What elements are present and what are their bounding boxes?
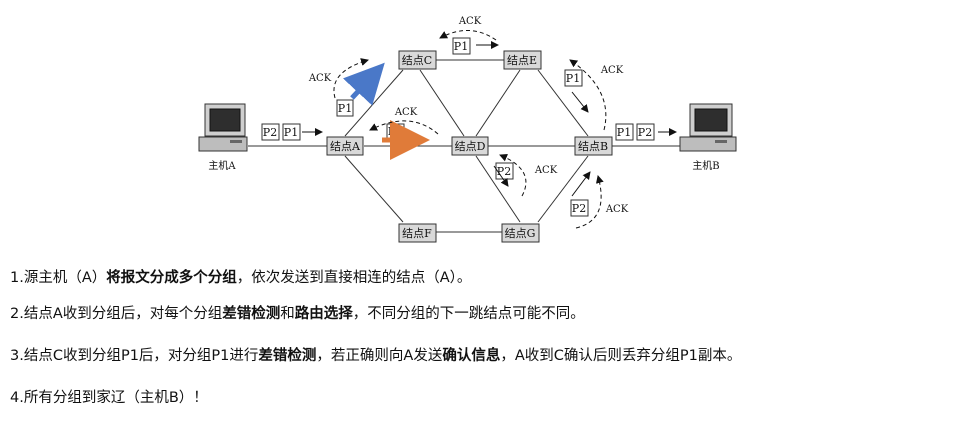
packet-p2-a-to-d: P2	[386, 123, 405, 140]
svg-text:P1: P1	[338, 102, 352, 115]
step-text: ，不同分组的下一跳结点可能不同。	[352, 306, 585, 322]
step-text: 和	[280, 306, 295, 322]
svg-text:P2: P2	[388, 125, 402, 138]
node-f: 结点F	[398, 223, 437, 243]
ack-label-c-a: ACK	[308, 73, 332, 84]
node-e-label: 结点E	[507, 54, 537, 67]
step-1: 1.源主机（A）将报文分成多个分组，依次发送到直接相连的结点（A）。	[10, 268, 471, 288]
step-3: 3.结点C收到分组P1后，对分组P1进行差错检测，若正确则向A发送确认信息，A收…	[10, 346, 741, 366]
node-d: 结点D	[451, 136, 489, 156]
node-c-label: 结点C	[402, 54, 432, 67]
step-keyword: 差错检测	[258, 348, 317, 364]
packet-p1-host-a: P1	[282, 123, 301, 141]
node-c: 结点C	[398, 50, 437, 70]
step-keyword: 路由选择	[294, 306, 353, 322]
svg-text:P2: P2	[497, 165, 511, 178]
node-b-label: 结点B	[578, 140, 608, 153]
svg-text:P2: P2	[263, 126, 277, 139]
packet-p1-e-to-b: P1	[564, 69, 583, 87]
packet-p1-a-to-c: P1	[336, 99, 354, 117]
node-d-label: 结点D	[455, 140, 486, 153]
svg-text:P1: P1	[566, 72, 580, 85]
arrow-d-to-g	[493, 165, 509, 187]
packet-p2-host-b: P2	[636, 123, 655, 141]
node-b: 结点B	[574, 136, 613, 156]
step-text: 2.结点A收到分组后，对每个分组	[10, 306, 223, 322]
host-a-label: 主机A	[208, 159, 236, 172]
ack-label-d-a: ACK	[394, 107, 418, 118]
step-text: 1.源主机（A）	[10, 270, 107, 286]
node-g-label: 结点G	[505, 227, 536, 240]
packet-switching-diagram: 结点A 结点C 结点E 结点D 结点B 结点F 结点G 主机A 主机B	[198, 16, 737, 243]
step-keyword: 差错检测	[222, 306, 281, 322]
ack-label-e-c: ACK	[458, 16, 482, 27]
node-a-label: 结点A	[330, 140, 361, 153]
svg-text:P1: P1	[284, 126, 298, 139]
ack-curve-c-to-a	[333, 58, 369, 99]
node-e: 结点E	[503, 50, 542, 70]
arrow-e-to-b	[571, 91, 589, 113]
ack-curve-e-to-c	[439, 30, 497, 41]
step-keyword: 确认信息	[442, 348, 501, 364]
node-f-label: 结点F	[402, 227, 432, 240]
packet-p2-g-to-b: P2	[570, 199, 589, 217]
ack-label-g-d: ACK	[534, 165, 558, 176]
ack-curve-g-to-d	[499, 154, 527, 197]
ack-curve-d-to-a	[369, 120, 439, 135]
ack-label-b-e: ACK	[600, 65, 624, 76]
host-a-computer-icon	[198, 103, 248, 152]
blue-arrow-a-to-c	[342, 62, 385, 106]
step-4: 4.所有分组到家辽（主机B）！	[10, 388, 208, 408]
ack-curve-b-to-e	[569, 59, 607, 131]
ack-label-b-g: ACK	[605, 204, 629, 215]
packet-p1-host-b: P1	[615, 123, 634, 141]
svg-text:P1: P1	[454, 40, 468, 53]
arrow-g-to-b	[571, 171, 591, 197]
svg-text:P1: P1	[617, 126, 631, 139]
step-text: 4.所有分组到家辽（主机B）！	[10, 390, 208, 406]
ack-curve-b-to-g	[575, 175, 604, 229]
step-text: ，若正确则向A发送	[316, 348, 443, 364]
packet-p2-host-a: P2	[261, 123, 280, 141]
step-2: 2.结点A收到分组后，对每个分组差错检测和路由选择，不同分组的下一跳结点可能不同…	[10, 304, 585, 324]
svg-text:P2: P2	[572, 202, 586, 215]
packet-p1-c-to-e: P1	[452, 37, 471, 55]
step-text: 3.结点C收到分组P1后，对分组P1进行	[10, 348, 259, 364]
step-keyword: 将报文分成多个分组	[106, 270, 237, 286]
packet-p2-d-to-g: P2	[495, 162, 514, 180]
svg-text:P2: P2	[638, 126, 652, 139]
node-g: 结点G	[501, 223, 540, 243]
host-b-computer-icon	[679, 103, 737, 152]
node-a: 结点A	[326, 136, 364, 156]
host-b-label: 主机B	[692, 159, 719, 172]
step-text: ，A收到C确认后则丢弃分组P1副本。	[500, 348, 742, 364]
step-text: ，依次发送到直接相连的结点（A）。	[236, 270, 472, 286]
